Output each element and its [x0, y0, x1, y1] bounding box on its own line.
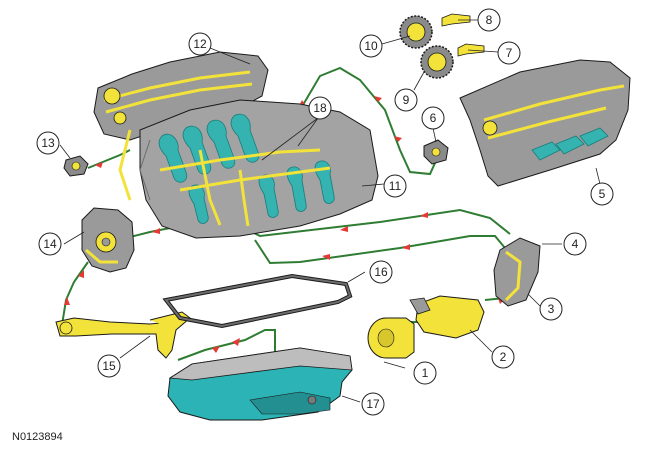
callout-circle: [308, 96, 332, 120]
callout-circle: [383, 174, 407, 198]
callout-circle: [477, 8, 501, 32]
callout-circle: [369, 260, 393, 284]
cooling-ports-right: [531, 127, 609, 161]
flow-arrow: [212, 346, 220, 353]
callout-3: 3: [539, 297, 563, 321]
callout-label: 2: [500, 350, 507, 364]
cylinder-head-right: [459, 59, 631, 187]
flow-arrow: [322, 254, 330, 260]
flow-line-block-to-filter: [254, 235, 506, 265]
flow-line-pickup-to-pump: [61, 261, 89, 326]
flow-arrow: [394, 136, 402, 142]
flow-arrow: [64, 297, 70, 305]
callout-label: 1: [422, 366, 429, 380]
callout-1: 1: [413, 361, 437, 385]
flow-arrow: [374, 96, 382, 102]
figure-reference-id: N0123894: [12, 431, 63, 443]
callout-label: 3: [548, 302, 555, 316]
callout-circle: [539, 297, 563, 321]
callout-circle: [188, 32, 212, 56]
callout-circle: [497, 41, 521, 65]
flow-arrow: [78, 270, 84, 278]
flow-arrow: [232, 338, 240, 346]
chain-tensioner-right: [423, 139, 449, 165]
oil-filter-adapter: [493, 237, 541, 307]
callout-circle: [36, 131, 60, 155]
cooling-passages: [158, 113, 335, 224]
callout-15: 15: [97, 354, 121, 378]
callout-7: 7: [497, 41, 521, 65]
callout-circle: [361, 392, 385, 416]
callout-label: 4: [572, 237, 579, 251]
callout-14: 14: [38, 232, 62, 256]
callout-circle: [421, 106, 445, 130]
oil-pickup-tube: [55, 311, 191, 359]
callout-17: 17: [361, 392, 385, 416]
callout-label: 13: [41, 136, 55, 150]
callout-circle: [563, 232, 587, 256]
oil-pump: [81, 207, 135, 273]
flow-arrow: [152, 228, 160, 234]
cylinder-block: [139, 99, 379, 239]
callout-4: 4: [563, 232, 587, 256]
callout-circle: [359, 34, 383, 58]
callout-6: 6: [421, 106, 445, 130]
callout-circle: [590, 182, 614, 206]
callout-label: 18: [313, 101, 327, 115]
callout-13: 13: [36, 131, 60, 155]
flow-arrow: [95, 162, 103, 168]
callout-label: 5: [599, 187, 606, 201]
callout-label: 14: [43, 237, 57, 251]
callout-11: 11: [383, 174, 407, 198]
callout-label: 16: [374, 265, 388, 279]
oil-pan: [167, 347, 353, 421]
flow-arrow: [402, 244, 410, 250]
cam-phaser-upper: [399, 15, 433, 49]
callout-circle: [413, 361, 437, 385]
callout-12: 12: [188, 32, 212, 56]
callout-label: 12: [193, 37, 207, 51]
leader-lines: [59, 19, 601, 403]
callout-circle: [394, 88, 418, 112]
callout-label: 8: [486, 13, 493, 27]
callout-2: 2: [491, 345, 515, 369]
callout-label: 9: [403, 93, 410, 107]
cam-bolt-upper: [441, 13, 471, 27]
callout-18: 18: [308, 96, 332, 120]
callout-5: 5: [590, 182, 614, 206]
oil-cooler: [409, 295, 485, 339]
oil-pan-gasket: [162, 273, 353, 329]
flow-arrow: [420, 212, 428, 218]
cam-phaser-lower: [420, 45, 454, 79]
callout-label: 17: [366, 397, 380, 411]
callout-label: 15: [102, 359, 116, 373]
callout-label: 10: [364, 39, 378, 53]
chain-tensioner-left: [63, 155, 89, 177]
callout-circle: [491, 345, 515, 369]
callout-label: 7: [506, 46, 513, 60]
callout-circle: [38, 232, 62, 256]
callout-10: 10: [359, 34, 383, 58]
callout-label: 11: [389, 179, 402, 193]
oil-filter: [367, 317, 415, 359]
cylinder-head-left: [93, 51, 269, 201]
flow-line-pan-to-pickup: [177, 329, 276, 372]
callout-label: 6: [430, 111, 437, 125]
callout-9: 9: [394, 88, 418, 112]
callout-circle: [97, 354, 121, 378]
flow-arrow: [340, 226, 348, 232]
callout-8: 8: [477, 8, 501, 32]
callout-16: 16: [369, 260, 393, 284]
